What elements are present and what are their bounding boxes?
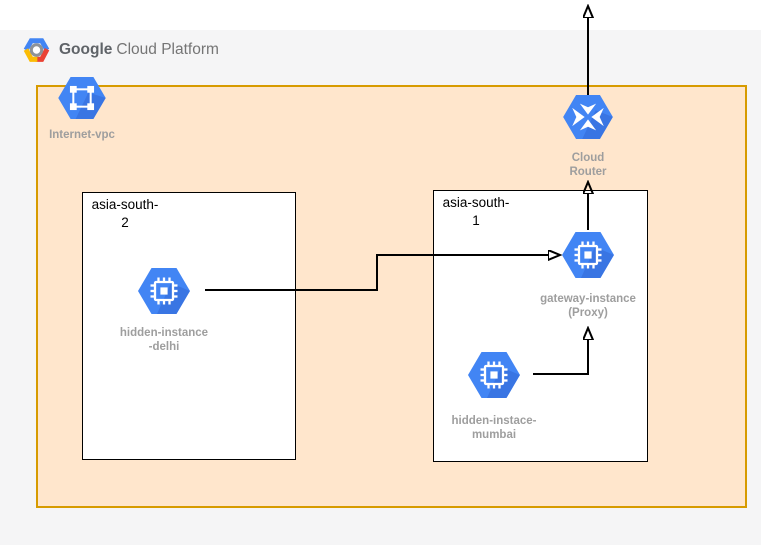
cloud-router-icon: [563, 95, 613, 139]
region-label: asia-south- 2: [91, 197, 159, 231]
compute-engine-icon: [468, 352, 520, 398]
internet-vpc-node[interactable]: Internet-vpc: [7, 77, 157, 142]
region-asia-south-2[interactable]: asia-south- 2: [82, 192, 296, 460]
cloud-router-node[interactable]: Cloud Router: [513, 95, 663, 180]
instance-hidden-delhi-node[interactable]: hidden-instance -delhi: [89, 268, 239, 355]
vpc-network-label: Internet-vpc: [49, 129, 115, 141]
cloud-router-label: Cloud Router: [569, 152, 607, 179]
instance-gateway-node[interactable]: gateway-instance (Proxy): [513, 232, 663, 321]
gcp-logo-icon: [23, 38, 50, 62]
compute-engine-icon: [562, 232, 614, 278]
instance-hidden-mumbai-node[interactable]: hidden-instace- mumbai: [419, 352, 569, 443]
gcp-brand-bold: Google: [59, 41, 113, 58]
region-asia-south-1[interactable]: asia-south- 1: [433, 190, 648, 462]
instance-label: hidden-instance -delhi: [119, 327, 209, 354]
vpc-network-icon: [58, 77, 106, 119]
compute-engine-icon: [138, 268, 190, 314]
instance-label: gateway-instance (Proxy): [540, 293, 636, 320]
gcp-brand-rest: Cloud Platform: [116, 41, 219, 58]
instance-label: hidden-instace- mumbai: [451, 415, 537, 442]
region-label: asia-south- 1: [442, 195, 510, 229]
